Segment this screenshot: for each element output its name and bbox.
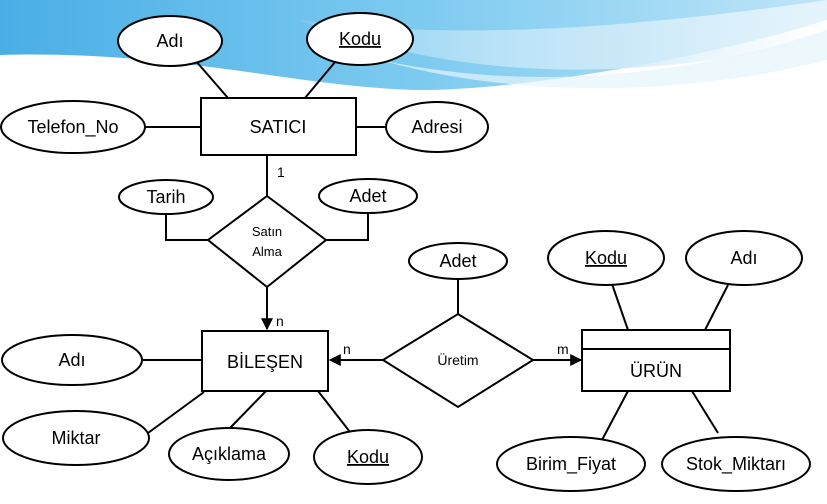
cardinality-uretim-bilesen: n — [343, 341, 351, 357]
line-satici-kodu — [304, 61, 336, 99]
attribute-uretim-adet-label: Adet — [439, 251, 476, 271]
relationship-satin-alma[interactable]: Satın Alma — [206, 194, 328, 289]
line-bilesen-kodu — [317, 390, 351, 433]
relationship-uretim[interactable]: Üretim — [381, 312, 535, 409]
attribute-satin-alma-adet-label: Adet — [349, 186, 386, 206]
attribute-urun-adi-label: Adı — [730, 248, 757, 268]
attribute-urun-stok-miktari-label: Stok_Miktarı — [686, 454, 786, 475]
entity-satici-label: SATICI — [250, 117, 307, 137]
attribute-satin-alma-adet[interactable]: Adet — [318, 178, 418, 214]
attribute-urun-kodu-label: Kodu — [585, 248, 627, 268]
relationship-satin-alma-label-line2: Alma — [252, 244, 282, 259]
attribute-uretim-adet[interactable]: Adet — [408, 242, 508, 280]
attribute-satin-alma-tarih-label: Tarih — [146, 187, 185, 207]
line-urun-birimfiyat — [601, 390, 629, 441]
attribute-bilesen-miktar[interactable]: Miktar — [2, 410, 150, 466]
connectors — [142, 59, 729, 441]
attribute-satici-adresi[interactable]: Adresi — [385, 101, 489, 153]
entity-bilesen[interactable]: BİLEŞEN — [201, 330, 329, 392]
attribute-satici-telefon-no[interactable]: Telefon_No — [0, 100, 146, 154]
entity-satici[interactable]: SATICI — [200, 97, 357, 156]
attribute-bilesen-kodu-label: Kodu — [347, 447, 389, 467]
attribute-bilesen-adi[interactable]: Adı — [1, 334, 143, 386]
line-satici-adi — [194, 59, 229, 99]
attribute-urun-kodu[interactable]: Kodu — [547, 230, 665, 286]
cardinality-uretim-urun: m — [557, 341, 569, 357]
attribute-satin-alma-tarih[interactable]: Tarih — [118, 179, 214, 215]
attribute-bilesen-aciklama-label: Açıklama — [192, 444, 267, 464]
attribute-bilesen-miktar-label: Miktar — [52, 428, 101, 448]
line-satinalma-adet — [326, 212, 369, 241]
attribute-bilesen-adi-label: Adı — [58, 350, 85, 370]
cardinality-satici-satin-alma: 1 — [277, 164, 285, 180]
entity-urun[interactable]: ÜRÜN — [581, 329, 731, 392]
attribute-bilesen-aciklama[interactable]: Açıklama — [168, 427, 290, 481]
attribute-urun-birim-fiyat-label: Birim_Fiyat — [526, 454, 616, 475]
line-urun-adi — [704, 284, 729, 331]
entity-urun-label: ÜRÜN — [630, 361, 682, 381]
attribute-urun-adi[interactable]: Adı — [685, 230, 803, 286]
attribute-urun-birim-fiyat[interactable]: Birim_Fiyat — [496, 436, 646, 492]
entity-bilesen-label: BİLEŞEN — [227, 352, 303, 372]
attribute-satici-adresi-label: Adresi — [411, 117, 462, 137]
attribute-satici-telefon-no-label: Telefon_No — [27, 117, 118, 138]
attribute-urun-stok-miktari[interactable]: Stok_Miktarı — [661, 436, 811, 492]
line-urun-stok — [691, 390, 719, 434]
relationship-uretim-label: Üretim — [437, 351, 478, 368]
attribute-bilesen-kodu[interactable]: Kodu — [313, 429, 423, 485]
line-satinalma-tarih — [165, 214, 208, 241]
attribute-satici-adi[interactable]: Adı — [117, 15, 223, 67]
line-urun-kodu — [611, 283, 629, 331]
attribute-satici-kodu[interactable]: Kodu — [306, 12, 414, 66]
cardinality-satin-alma-bilesen: n — [276, 313, 284, 329]
relationship-satin-alma-label-line1: Satın — [252, 224, 282, 239]
line-bilesen-miktar — [147, 391, 205, 434]
attribute-satici-adi-label: Adı — [156, 31, 183, 51]
line-bilesen-aciklama — [229, 390, 267, 429]
attribute-satici-kodu-label: Kodu — [339, 29, 381, 49]
